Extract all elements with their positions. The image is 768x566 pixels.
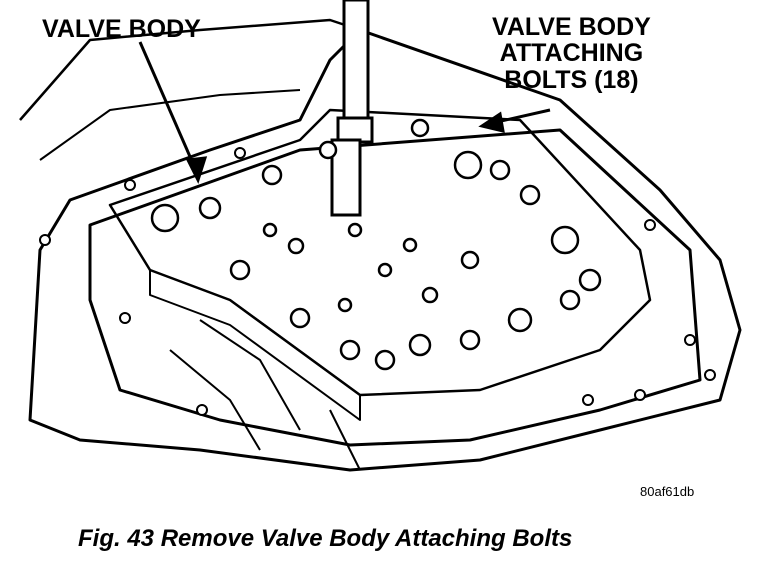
bolts-callout-line-1: VALVE BODY: [492, 13, 651, 41]
case-bolt-holes: [39, 147, 716, 416]
reference-code: 80af61db: [640, 484, 695, 499]
tool-shaft: [330, 0, 374, 217]
case-upper-left: [19, 18, 361, 121]
transmission-case-outline: [28, 28, 742, 472]
valve-body-side-wall: [149, 269, 361, 421]
valve-body-leader: [138, 41, 200, 176]
figure-caption: Fig. 43 Remove Valve Body Attaching Bolt…: [78, 525, 573, 552]
valve-body-callout: VALVE BODY: [42, 16, 201, 42]
valve-body-label: VALVE BODY: [42, 15, 201, 43]
case-lower-internals: [169, 319, 361, 471]
bolts-callout-line-3: BOLTS (18): [504, 65, 639, 94]
bolts-callout-line-2: ATTACHING: [499, 39, 644, 68]
bolt-heads: [150, 118, 602, 371]
attaching-bolts-callout: VALVE BODY ATTACHING BOLTS (18): [492, 14, 651, 93]
case-flange: [88, 128, 702, 447]
